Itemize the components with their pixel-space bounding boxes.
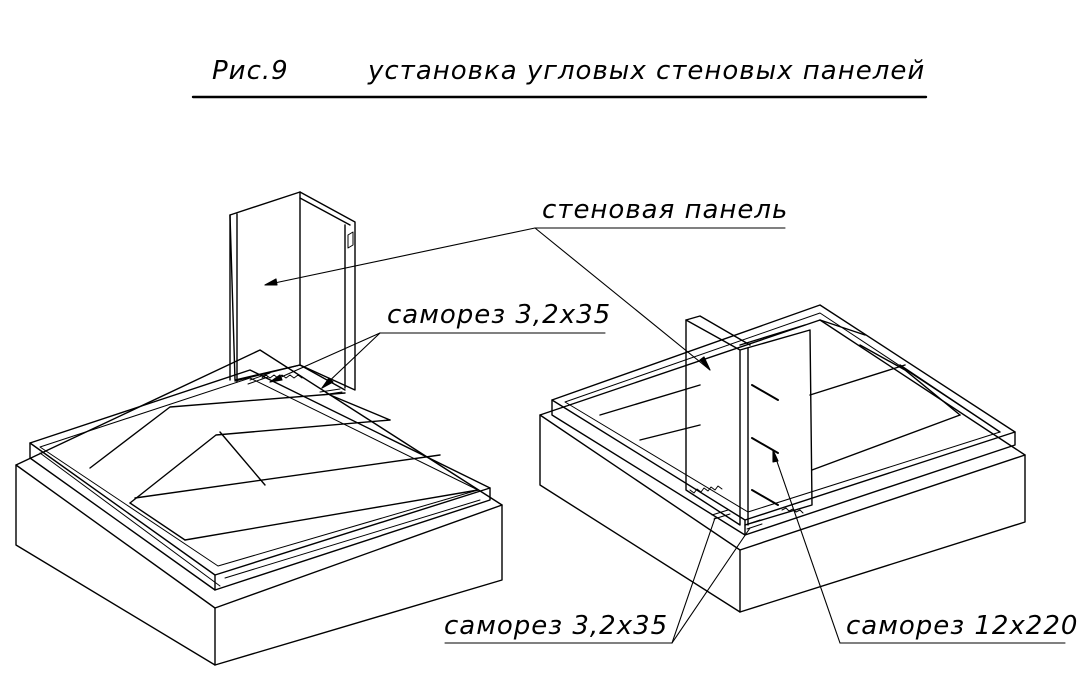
left-floor-frame bbox=[29, 369, 491, 591]
label-screw-3-2x35-top: саморез 3,2х35 bbox=[387, 300, 612, 330]
right-screw-12x220-c bbox=[751, 489, 779, 506]
right-screw-12x220-b bbox=[751, 437, 779, 454]
left-screw-mark-a bbox=[247, 372, 271, 385]
left-screw-mark-b bbox=[319, 388, 343, 396]
right-floor-frame bbox=[551, 304, 1016, 536]
left-assembly bbox=[15, 191, 503, 666]
left-foundation bbox=[15, 349, 503, 666]
figure-number: Рис.9 bbox=[212, 56, 289, 86]
label-screw-3-2x35-bottom: саморез 3,2х35 bbox=[444, 611, 669, 641]
right-screw-3-2x35-marks bbox=[711, 509, 763, 530]
right-screw-12x220-a bbox=[751, 384, 779, 401]
figure-title: установка угловых стеновых панелей bbox=[368, 56, 926, 86]
left-toothed-strip bbox=[261, 374, 303, 379]
left-wall-panel bbox=[229, 191, 356, 391]
right-assembly bbox=[539, 304, 1026, 613]
leader-lines bbox=[264, 227, 1066, 644]
right-floor-panels bbox=[599, 319, 1001, 471]
right-wall-panel bbox=[685, 315, 813, 526]
label-wall-panel: стеновая панель bbox=[542, 195, 789, 225]
label-screw-12x220: саморез 12х220 bbox=[846, 611, 1079, 641]
left-floor-panels bbox=[89, 392, 479, 541]
right-foundation bbox=[539, 319, 1026, 613]
